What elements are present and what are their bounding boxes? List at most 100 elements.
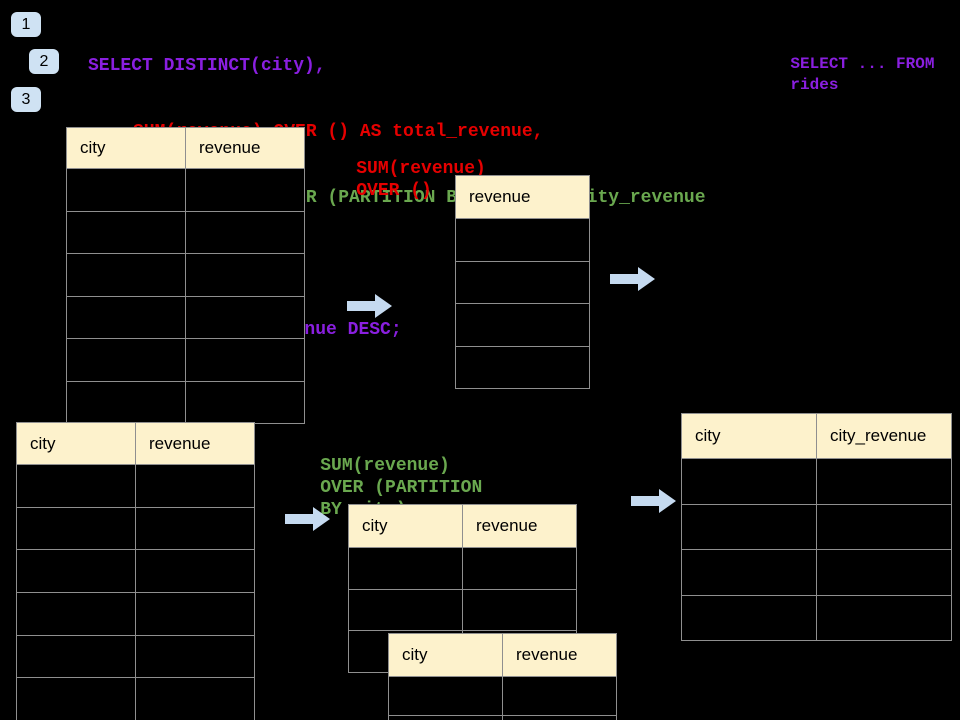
table-row <box>67 168 304 211</box>
table-cell <box>456 262 589 304</box>
partition-annotation-line2: OVER (PARTITION <box>320 478 483 498</box>
table-cell <box>185 296 304 338</box>
table-cell <box>456 219 589 261</box>
step-badge-1: 1 <box>11 12 41 37</box>
table-row <box>456 345 589 389</box>
table-cell <box>185 169 304 211</box>
table-cell <box>17 636 135 678</box>
table-cell <box>816 459 951 504</box>
table-row <box>17 464 254 507</box>
table-row <box>17 549 254 593</box>
table-row <box>389 715 616 720</box>
table-cell <box>17 678 135 720</box>
partition-annotation-line1: SUM(revenue) <box>320 456 450 476</box>
table-all-revenue: revenue <box>455 175 590 389</box>
table-header-row: city revenue <box>349 505 576 547</box>
table-source-top: city revenue <box>66 127 305 424</box>
table-cell <box>67 254 185 296</box>
table-header-cell: city <box>695 426 721 445</box>
table-cell <box>67 169 185 211</box>
table-row <box>682 503 951 550</box>
table-row <box>682 458 951 504</box>
table-cell <box>135 593 254 635</box>
total-annotation-line1: SUM(revenue) <box>356 159 486 179</box>
table-cell <box>135 465 254 507</box>
table-header-cell: city_revenue <box>816 414 951 458</box>
table-cell <box>17 550 135 592</box>
table-row <box>67 295 304 339</box>
table-cell <box>67 382 185 424</box>
table-cell <box>682 596 816 641</box>
table-row <box>17 634 254 678</box>
table-row <box>456 218 589 261</box>
table-cell <box>682 505 816 550</box>
table-partition-overlay: city revenue <box>388 633 617 720</box>
table-cell <box>135 678 254 720</box>
table-header-row: city city_revenue <box>682 414 951 458</box>
table-row <box>349 588 576 631</box>
total-revenue-annotation: SUM(revenue) OVER () <box>313 136 486 224</box>
table-row <box>17 677 254 720</box>
flow-arrow-icon <box>610 266 656 292</box>
table-row <box>456 260 589 304</box>
table-cell <box>462 589 576 630</box>
table-cell <box>135 550 254 593</box>
select-from-note: SELECT ... FROM rides <box>752 33 934 117</box>
table-row <box>682 594 951 641</box>
table-cell <box>462 548 576 589</box>
table-cell <box>185 339 304 381</box>
flow-arrow-icon <box>347 293 393 319</box>
table-cell <box>185 381 304 423</box>
table-cell <box>389 716 502 720</box>
table-header-cell: revenue <box>462 505 576 547</box>
table-row <box>682 549 951 595</box>
table-row <box>67 338 304 381</box>
select-from-note-line1: SELECT ... FROM <box>790 55 935 73</box>
table-row <box>349 547 576 589</box>
table-row <box>17 506 254 550</box>
table-header-cell: revenue <box>185 128 304 168</box>
select-from-note-line2: rides <box>790 76 839 94</box>
table-result-city-revenue: city city_revenue <box>681 413 952 641</box>
table-row <box>17 592 254 635</box>
sql-line-select: SELECT DISTINCT(city), <box>88 56 326 76</box>
table-cell <box>185 254 304 296</box>
table-cell <box>349 548 462 589</box>
table-header-cell: revenue <box>135 423 254 464</box>
table-cell <box>67 297 185 339</box>
table-cell <box>135 507 254 550</box>
table-cell <box>816 504 951 549</box>
table-cell <box>17 593 135 635</box>
total-annotation-line2: OVER () <box>356 181 432 201</box>
table-cell <box>349 590 462 631</box>
table-cell <box>682 459 816 504</box>
step-badge-3: 3 <box>11 87 41 112</box>
table-header-cell: revenue <box>502 634 616 676</box>
table-header-cell: city <box>80 138 106 157</box>
table-header-row: city revenue <box>389 634 616 676</box>
table-header-row: city revenue <box>17 423 254 464</box>
table-cell <box>135 635 254 678</box>
table-cell <box>816 595 951 640</box>
table-cell <box>456 304 589 346</box>
table-cell <box>185 211 304 253</box>
table-header-cell: city <box>402 645 428 664</box>
table-cell <box>502 716 616 720</box>
table-header-row: revenue <box>456 176 589 218</box>
table-header-row: city revenue <box>67 128 304 168</box>
flow-arrow-icon <box>285 506 331 532</box>
table-cell <box>67 212 185 254</box>
table-row <box>389 676 616 715</box>
table-row <box>67 210 304 254</box>
table-source-bottom: city revenue <box>16 422 255 720</box>
table-cell <box>17 465 135 507</box>
table-cell <box>389 677 502 715</box>
table-cell <box>456 347 589 389</box>
step-badge-2: 2 <box>29 49 59 74</box>
table-cell <box>816 550 951 595</box>
table-header-cell: city <box>30 433 56 453</box>
table-cell <box>502 677 616 715</box>
table-header-cell: city <box>362 516 388 535</box>
table-cell <box>17 508 135 550</box>
